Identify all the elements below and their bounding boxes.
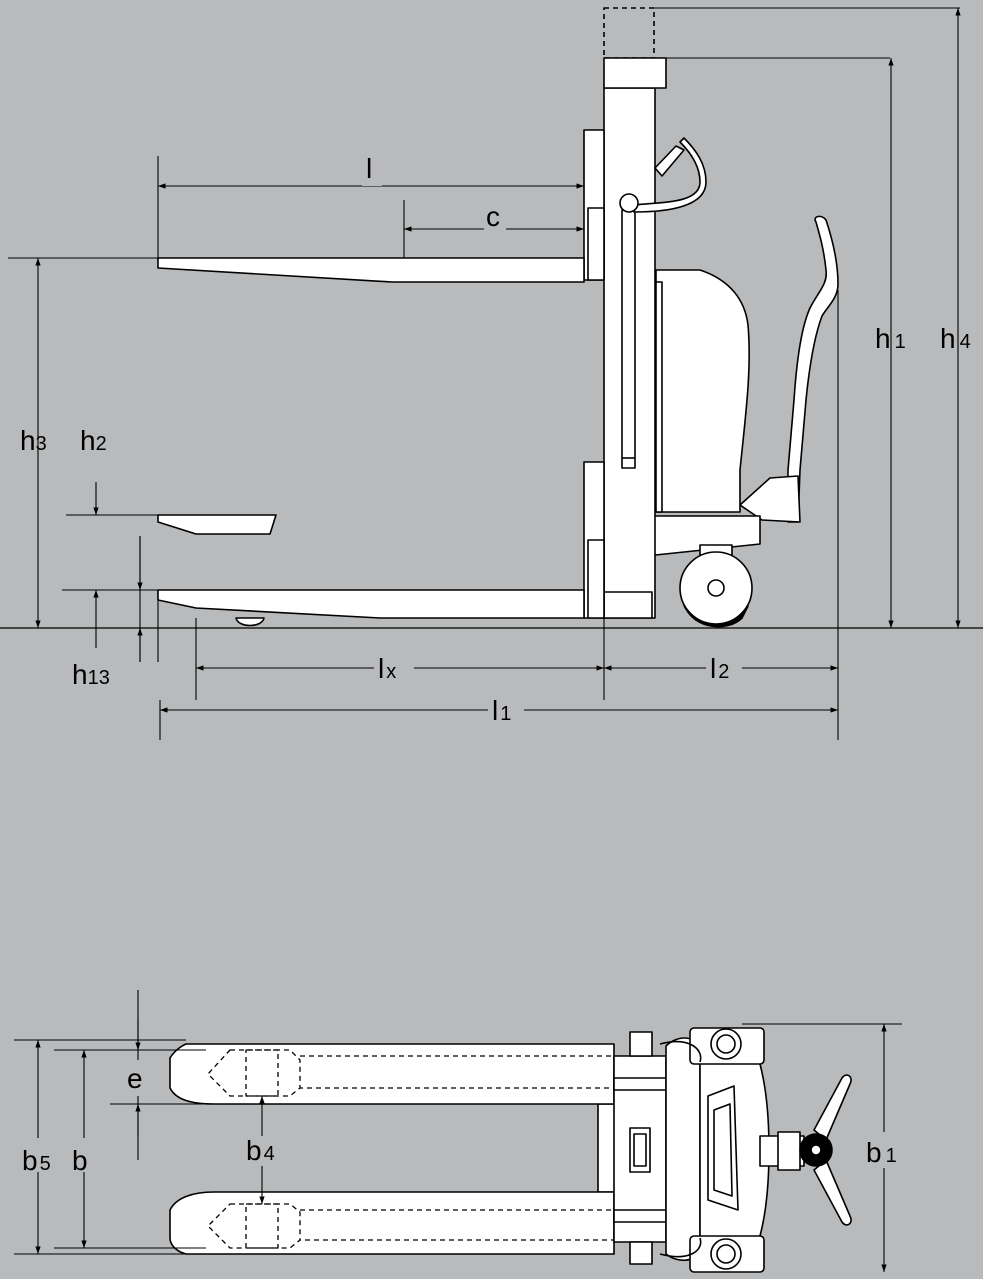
carriage-upper-inner [587,207,605,281]
label-h3: h3 [20,425,47,456]
top-view [169,1027,852,1273]
mast-rail [621,209,636,469]
label-b: b [72,1145,88,1176]
side-view [0,7,983,629]
top-tiller-grip-upper [813,1074,852,1141]
top-tiller-grip-lower [813,1159,852,1226]
label-e: e [127,1063,143,1094]
load-roller [235,617,265,627]
tiller-handle [787,215,839,523]
mast-base [603,591,653,619]
housing-inner-strip [655,281,663,513]
top-drive-unit [665,1037,701,1262]
carriage-lower-inner [587,539,605,619]
mast-grab-bar [633,137,707,213]
label-l: l [366,153,372,184]
label-h2: h2 [80,425,107,456]
fork-raised [157,257,585,283]
mast-top-cap [603,57,667,89]
top-carriage-window-inner [633,1133,647,1167]
top-fork-lower [169,1191,615,1255]
mast-extension-dashed [603,7,655,59]
fork-mid [157,514,277,535]
drive-wheel-hub [707,579,725,597]
label-c: c [486,201,500,232]
fork-lowered [157,589,585,619]
label-h13: h13 [72,659,110,690]
mast-pivot [619,193,639,213]
top-fork-upper [169,1043,615,1105]
drive-housing [655,269,750,513]
side-view-dimensions [8,7,961,740]
tiller-base [739,475,801,523]
mast-grab-handle [654,145,685,177]
